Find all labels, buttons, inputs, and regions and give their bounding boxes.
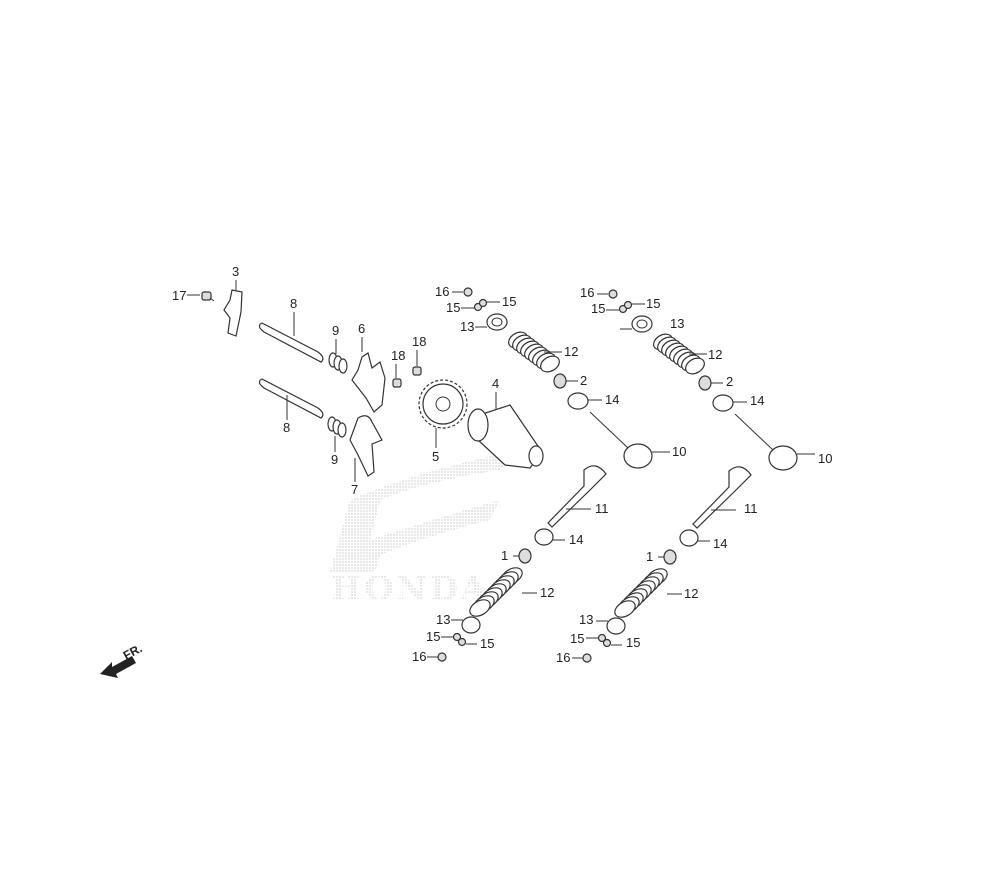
callout-6: 18 (412, 334, 426, 349)
callout-11: 7 (351, 482, 358, 497)
callout-15: 13 (460, 319, 474, 334)
callout-42: 15 (626, 635, 640, 650)
callout-12: 16 (435, 284, 449, 299)
spring-9-upper (328, 352, 348, 374)
callout-4: 6 (358, 321, 365, 336)
callout-19: 10 (672, 444, 686, 459)
callout-33: 15 (426, 629, 440, 644)
callout-27: 10 (818, 451, 832, 466)
callout-0: 17 (172, 288, 186, 303)
honda-wing-watermark: HONDA (330, 450, 520, 609)
rocker-arm-6 (351, 352, 386, 413)
callout-16: 12 (564, 344, 578, 359)
callout-21: 15 (591, 301, 605, 316)
callout-17: 2 (580, 373, 587, 388)
callout-10: 9 (331, 452, 338, 467)
callout-1: 3 (232, 264, 239, 279)
leader-lines (187, 280, 497, 482)
bolt-18b (412, 366, 422, 376)
callout-7: 4 (492, 376, 499, 391)
bolt-17 (201, 291, 215, 302)
callout-8: 5 (432, 449, 439, 464)
callout-13: 15 (446, 300, 460, 315)
callout-18: 14 (605, 392, 619, 407)
valve-set-upper (452, 287, 670, 469)
callout-37: 14 (713, 536, 727, 551)
callout-34: 15 (480, 636, 494, 651)
callout-30: 1 (501, 548, 508, 563)
cam-sprocket-5 (418, 379, 468, 429)
callout-14: 15 (502, 294, 516, 309)
callout-9: 8 (283, 420, 290, 435)
callout-25: 2 (726, 374, 733, 389)
callout-3: 9 (332, 323, 339, 338)
plate-3 (223, 289, 243, 337)
bolt-18a (392, 378, 402, 388)
callout-40: 13 (579, 612, 593, 627)
valve-set-lower (427, 465, 607, 662)
callout-32: 13 (436, 612, 450, 627)
spring-9-lower (327, 416, 347, 438)
watermark-text: HONDA (330, 569, 489, 609)
front-label: FR. (121, 641, 145, 662)
callout-24: 12 (708, 347, 722, 362)
callout-31: 12 (540, 585, 554, 600)
callout-23: 13 (670, 316, 684, 331)
callout-41: 15 (570, 631, 584, 646)
callout-39: 12 (684, 586, 698, 601)
valve-set-upper (597, 289, 815, 471)
callout-29: 14 (569, 532, 583, 547)
rocker-shaft-lower (258, 378, 324, 419)
camshaft-4 (467, 404, 544, 469)
callout-28: 11 (595, 501, 609, 516)
valve-set-lower (572, 466, 752, 663)
callout-22: 15 (646, 296, 660, 311)
front-direction-arrow: FR. (100, 641, 144, 678)
rocker-shaft-upper (258, 322, 324, 363)
callout-20: 16 (580, 285, 594, 300)
callout-2: 8 (290, 296, 297, 311)
callout-35: 16 (412, 649, 426, 664)
callout-38: 1 (646, 549, 653, 564)
callout-5: 18 (391, 348, 405, 363)
callout-26: 14 (750, 393, 764, 408)
rocker-arm-7 (349, 415, 383, 477)
callout-43: 16 (556, 650, 570, 665)
callout-36: 11 (744, 501, 758, 516)
